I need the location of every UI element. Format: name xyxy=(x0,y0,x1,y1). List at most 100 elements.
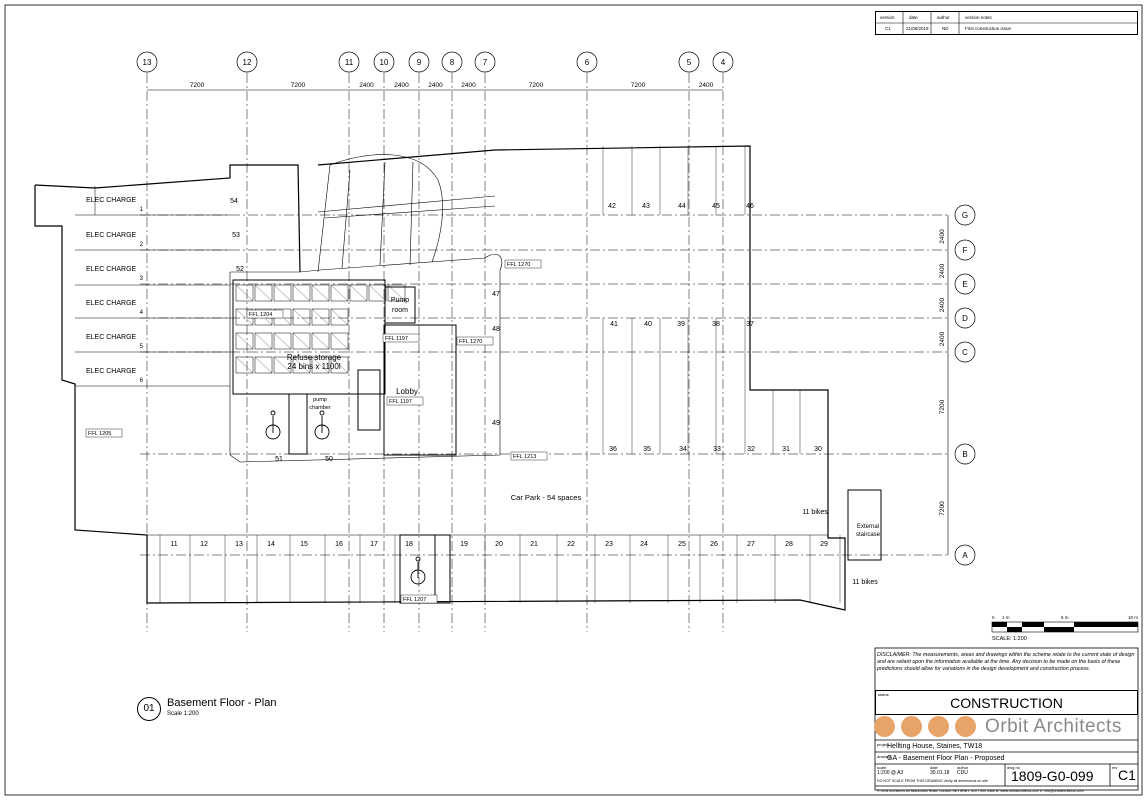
ffl-box xyxy=(246,309,284,319)
version-table: version date author version notes C1 21/… xyxy=(875,11,1138,35)
dim-7: 7200 xyxy=(631,82,646,89)
refuse-bin xyxy=(311,332,330,350)
dim-0: 7200 xyxy=(190,82,205,89)
pump-chamber-label: pump xyxy=(313,397,327,403)
refuse-bin xyxy=(235,356,254,374)
refuse-bin-diag xyxy=(254,284,273,302)
row-dim-1: 2400 xyxy=(939,263,946,278)
bay-lines xyxy=(147,146,841,603)
refuse-bin-diag xyxy=(292,284,311,302)
ramp xyxy=(229,154,503,463)
scale-tick-0: 0 xyxy=(992,615,995,620)
bay-43: 43 xyxy=(642,203,650,210)
refuse-bin xyxy=(292,308,311,326)
refuse-bin xyxy=(254,332,273,350)
status-label: status xyxy=(878,692,889,697)
grid-label-8: 8 xyxy=(450,58,455,67)
drawing-title-scale: Scale 1:200 xyxy=(167,711,199,717)
refuse-bin-diag xyxy=(368,284,387,302)
row-dim-0: 2400 xyxy=(939,229,946,244)
grid-bubble-12 xyxy=(236,51,258,73)
refuse-bin xyxy=(311,308,330,326)
bay-14: 14 xyxy=(267,541,275,548)
grid-bubble-G xyxy=(954,204,976,226)
grid-label-10: 10 xyxy=(380,58,389,67)
refuse-bin xyxy=(292,284,311,302)
elec-charge-label: ELEC CHARGE xyxy=(86,368,137,375)
refuse-bin-diag xyxy=(349,284,368,302)
bikes-label-lower: 11 bikes xyxy=(852,579,878,586)
drawing-title-text: Basement Floor - Plan xyxy=(167,697,277,709)
refuse-bin-diag xyxy=(292,332,311,350)
project-name: Hellting House, Staines, TW18 xyxy=(887,743,983,750)
grid-label-F: F xyxy=(963,246,968,255)
refuse-bin-diag xyxy=(330,332,349,350)
grid-label-G: G xyxy=(962,211,968,220)
refuse-bin-diag xyxy=(311,356,330,374)
bay-51: 51 xyxy=(275,456,283,463)
scale-label: SCALE: 1:200 xyxy=(992,636,1027,642)
bay-15: 15 xyxy=(300,541,308,548)
vt-header-author: author xyxy=(937,15,950,20)
grid-bubble-11 xyxy=(338,51,360,73)
refuse-bin-diag xyxy=(273,356,292,374)
refuse-bin-diag xyxy=(235,284,254,302)
bay-24: 24 xyxy=(640,541,648,548)
pump-chamber-label: chamber xyxy=(309,405,331,411)
refuse-bin-diag xyxy=(292,356,311,374)
bay-39: 39 xyxy=(677,321,685,328)
grid-bubble-5 xyxy=(678,51,700,73)
grid-bubble-A xyxy=(954,544,976,566)
grid-label-4: 4 xyxy=(721,58,726,67)
sheet-border xyxy=(4,4,1143,796)
grid-label-E: E xyxy=(962,280,967,289)
external-staircase-label: staircase xyxy=(856,532,881,538)
ffl-label: FFL 1205 xyxy=(88,431,111,437)
ffl-label: FFL 1197 xyxy=(389,399,412,405)
grid-bubble-7 xyxy=(474,51,496,73)
meta-scale: 1:200 @ A3 xyxy=(877,770,904,776)
refuse-bin xyxy=(292,332,311,350)
scale-tick-1: 1 m xyxy=(1002,615,1010,620)
bay-33: 33 xyxy=(713,446,721,453)
refuse-bin-diag xyxy=(330,284,349,302)
bay-16: 16 xyxy=(335,541,343,548)
vt-header-date: date xyxy=(909,15,918,20)
refuse-bin-diag xyxy=(235,332,254,350)
row-dim-5: 7200 xyxy=(939,501,946,516)
bay-25: 25 xyxy=(678,541,686,548)
scale-tick-10: 10 m xyxy=(1128,615,1138,620)
refuse-bin xyxy=(235,284,254,302)
dim-5: 2400 xyxy=(461,82,476,89)
refuse-bin xyxy=(235,332,254,350)
ffl-box xyxy=(510,451,548,461)
bay-45: 45 xyxy=(712,203,720,210)
vt-notes: First construction issue xyxy=(965,26,1012,31)
grid-bubble-E xyxy=(954,273,976,295)
refuse-bin xyxy=(273,284,292,302)
bay-52: 52 xyxy=(236,266,244,273)
bay-12: 12 xyxy=(200,541,208,548)
ffl-box xyxy=(456,336,494,346)
drawing-label: drawing xyxy=(877,754,892,759)
elec-charge-label: ELEC CHARGE xyxy=(86,232,137,239)
ffl-label: FFL 1270 xyxy=(507,262,530,268)
grid-bubble-10 xyxy=(373,51,395,73)
vt-author: ND xyxy=(942,26,949,31)
row-dim-3: 2400 xyxy=(939,331,946,346)
meta-label-scale: scale xyxy=(877,765,887,770)
refuse-bin xyxy=(311,356,330,374)
bay-54: 54 xyxy=(230,198,238,205)
ffl-label: FFL 1270 xyxy=(459,339,482,345)
grid-label-13: 13 xyxy=(143,58,152,67)
meta-date: 30.01.18 xyxy=(930,770,950,776)
footer: © Orbit Architects 83 Blackfriars Road, … xyxy=(877,789,1084,793)
bay-38: 38 xyxy=(712,321,720,328)
grid-label-A: A xyxy=(962,551,968,560)
status-text: CONSTRUCTION xyxy=(950,695,1063,711)
grid-label-C: C xyxy=(962,348,968,357)
ffl-label: FFL 1204 xyxy=(249,312,272,318)
meta-label-date: date xyxy=(930,765,938,770)
refuse-bins xyxy=(235,284,406,374)
